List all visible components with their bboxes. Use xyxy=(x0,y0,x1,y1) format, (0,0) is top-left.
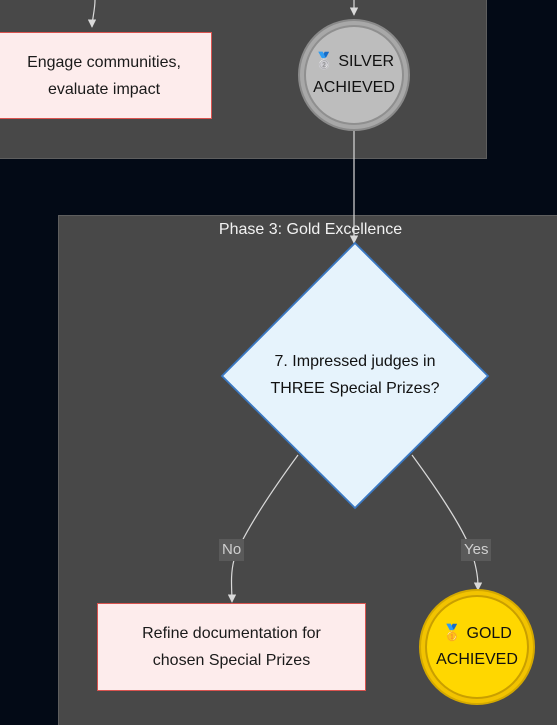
silver-medal-icon: 🥈 xyxy=(313,53,334,70)
gold-achieved-node xyxy=(419,589,535,705)
refine-line-1: Refine documentation for xyxy=(142,625,321,642)
gold-line-2: ACHIEVED xyxy=(436,651,518,668)
engage-line-2: evaluate impact xyxy=(47,80,161,98)
gold-label: 🥇 GOLD ACHIEVED xyxy=(427,621,527,673)
gold-word: GOLD xyxy=(466,625,512,642)
silver-line-2: ACHIEVED xyxy=(313,79,395,96)
gold-medal-icon: 🥇 xyxy=(442,625,463,642)
edge-into-engage xyxy=(87,0,97,28)
engage-communities-node: Engage communities, evaluate impact xyxy=(0,32,212,119)
silver-achieved-node xyxy=(298,19,410,131)
refine-documentation-node: Refine documentation for chosen Special … xyxy=(97,603,366,691)
edge-label-yes: Yes xyxy=(461,539,492,561)
decision-label: 7. Impressed judges in THREE Special Pri… xyxy=(240,348,470,402)
edge-decision-yes xyxy=(411,454,483,591)
edge-decision-no xyxy=(227,454,299,603)
refine-line-2: chosen Special Prizes xyxy=(152,652,311,669)
decision-line-1: 7. Impressed judges in xyxy=(274,353,436,370)
engage-line-1: Engage communities, xyxy=(27,53,181,71)
decision-diamond xyxy=(220,241,490,510)
edge-label-no: No xyxy=(219,539,245,561)
silver-word: SILVER xyxy=(338,53,395,70)
silver-label: 🥈 SILVER ACHIEVED xyxy=(304,49,404,101)
phase-3-title: Phase 3: Gold Excellence xyxy=(218,221,403,238)
decision-line-2: THREE Special Prizes? xyxy=(270,380,440,397)
